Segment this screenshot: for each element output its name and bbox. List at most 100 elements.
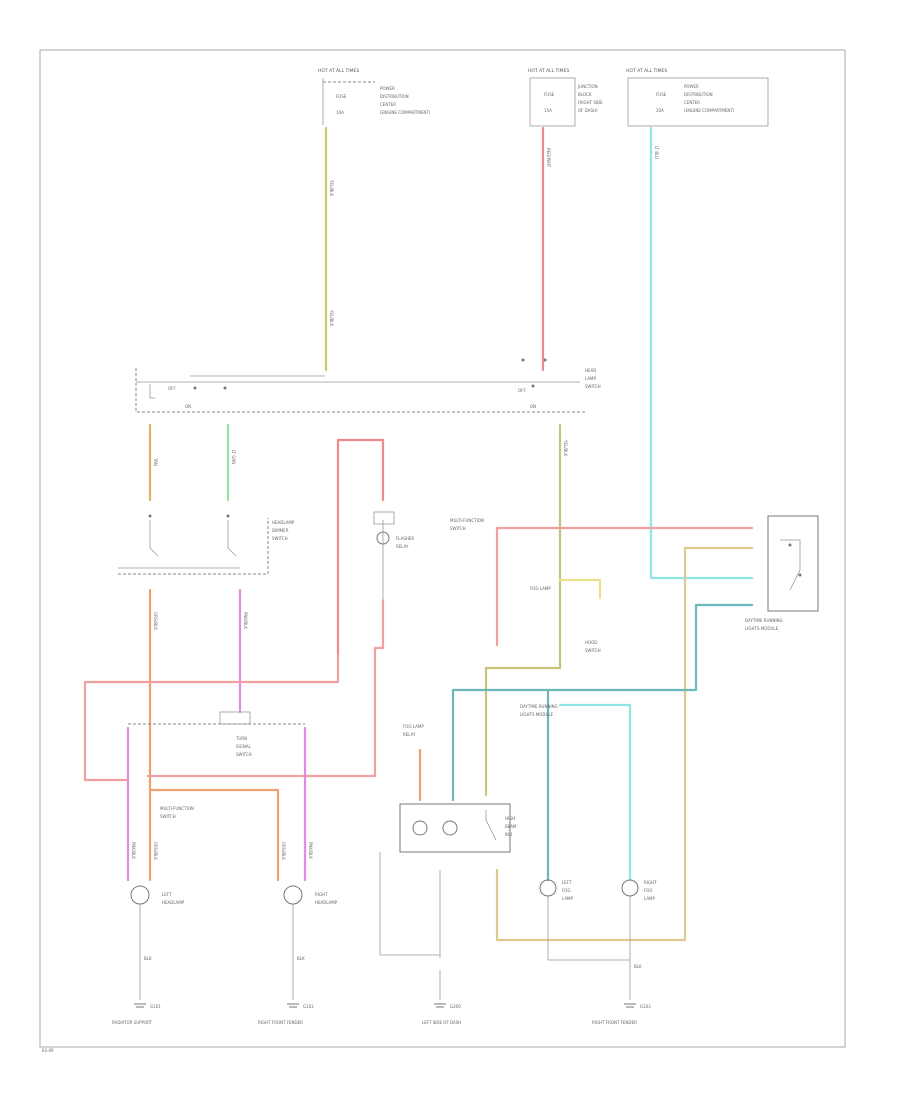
diagram-frame: [39, 49, 846, 1048]
fuse-box-2-line-side: (RIGHT SIDE: [578, 100, 603, 105]
flasher-label-2: RELAY: [396, 544, 409, 549]
wire-org-right-label: ORG/BLK: [281, 842, 286, 860]
wire-teal-drl: [451, 603, 754, 802]
turn-signal-switch: TURN SIGNAL SWITCH: [126, 711, 307, 882]
drl-module-label-2: LIGHTS MODULE: [745, 626, 779, 631]
fuse-box-3-rating: 20A: [656, 108, 664, 113]
drl-label-2: LIGHTS MODULE: [520, 712, 554, 717]
ground-1: G101 RADIATOR SUPPORT: [112, 1003, 161, 1025]
right-headlamp-label-2: HEADLAMP: [315, 900, 338, 905]
fuse-box-1: HOT AT ALL TIMES FUSE 10A POWER DISTRIBU…: [318, 68, 431, 125]
footer-code: ES-09: [42, 1048, 54, 1053]
wire-red-multifunction: [495, 526, 754, 647]
hood-switch-label-1: HOOD: [585, 640, 597, 645]
wire-orange-label: ORG/BLK: [153, 612, 158, 630]
ground-4: G103 RIGHT FRONT FENDER: [592, 1003, 651, 1025]
ground-3-label: G200: [450, 1004, 461, 1009]
bottom-label-1: RADIATOR SUPPORT: [112, 1020, 153, 1025]
drl-module-label-1: DAYTIME RUNNING: [745, 618, 783, 623]
fuse-box-1-line-power: POWER: [380, 86, 395, 91]
wire-cyan-feed-label: LT BLU: [654, 146, 659, 159]
ground-2-label: G102: [303, 1004, 314, 1009]
dimmer-label-2: DIMMER: [272, 528, 289, 533]
fuse-box-1-line-location: (ENGINE COMPARTMENT): [380, 110, 431, 115]
fog-relay-label-1: FOG LAMP: [403, 724, 424, 729]
left-fog-lamp: LEFT FOG LAMP: [539, 879, 574, 960]
ground-4-label: G103: [640, 1004, 651, 1009]
head-lamp-switch-off-right: OFF: [518, 388, 526, 393]
wire-org-left-label: ORG/BLK: [153, 842, 158, 860]
fuse-box-1-title: HOT AT ALL TIMES: [318, 68, 359, 74]
fuse-box-3-fuse: FUSE: [656, 92, 667, 97]
fuse-box-1-line-center: CENTER: [380, 102, 396, 107]
wire-green-left-label: LT GRN: [231, 450, 236, 464]
wire-orange-main: [148, 588, 280, 882]
head-lamp-switch-label-3: SWITCH: [585, 384, 601, 389]
right-fog-label-2: FOG: [644, 888, 653, 893]
wire-blk-right-label: BLK: [297, 956, 305, 961]
ground-2: G102 RIGHT FRONT FENDER: [258, 1003, 314, 1025]
high-beam-label-1: HIGH: [505, 816, 515, 821]
wire-yellow-feed-label-bottom: YEL/BLK: [329, 309, 334, 327]
high-beam-label-3: IND: [505, 832, 512, 837]
fuse-box-3-line-power: POWER: [684, 84, 699, 89]
dimmer-label-3: SWITCH: [272, 536, 288, 541]
fuse-box-3-line-dist: DISTRIBUTION: [684, 92, 713, 97]
head-lamp-switch: OFF OFF ON ON HEAD LAMP SWITCH: [135, 358, 601, 413]
left-headlamp-label-2: HEADLAMP: [162, 900, 185, 905]
head-lamp-switch-off-left: OFF: [168, 386, 176, 391]
fuse-box-3: HOT AT ALL TIMES FUSE 20A POWER DISTRIBU…: [626, 68, 769, 127]
fog-relay: FOG LAMP RELAY HIGH BEAM IND: [379, 724, 517, 1000]
fog-relay-label-2: RELAY: [403, 732, 416, 737]
turn-switch-label-3: SWITCH: [236, 752, 252, 757]
fuse-box-2-line-block: BLOCK: [578, 92, 592, 97]
wire-cyan-feed: [649, 126, 754, 580]
head-lamp-switch-label-1: HEAD: [585, 368, 596, 373]
multifunction-label-2: SWITCH: [450, 526, 466, 531]
fuse-box-2-line-dash: OF DASH): [578, 108, 598, 113]
drl-label-1: DAYTIME RUNNING: [520, 704, 558, 709]
wire-yellow-small: [558, 578, 602, 600]
multifunction-hl-label-1: MULTI-FUNCTION: [160, 806, 194, 811]
right-fog-lamp: RIGHT FOG LAMP: [548, 879, 657, 1000]
left-headlamp-label-1: LEFT: [162, 892, 172, 897]
multifunction-hl-label-2: SWITCH: [160, 814, 176, 819]
left-headlamp: LEFT HEADLAMP: [130, 885, 185, 1000]
fuse-box-1-rating: 10A: [336, 110, 344, 115]
right-headlamp-label-1: RIGHT: [315, 892, 328, 897]
wire-ochre-right-label: YEL/BLK: [563, 439, 568, 457]
wire-red-feed-label: RED/WHT: [546, 148, 551, 168]
left-fog-label-3: LAMP: [562, 896, 574, 901]
wire-blk-left-label: BLK: [144, 956, 152, 961]
wire-pnk-right-label: PNK/BLK: [308, 842, 313, 859]
wire-flasher-gray: [146, 598, 385, 778]
multifunction-label-1: MULTI-FUNCTION: [450, 518, 484, 523]
wire-cyan-right-fog: [558, 703, 632, 882]
head-lamp-switch-on-left: ON: [185, 404, 191, 409]
flasher-label-1: FLASHER: [396, 536, 414, 541]
wire-pink-label: PNK/BLK: [243, 612, 248, 629]
wire-blk-fog-label: BLK: [634, 964, 642, 969]
fuse-box-1-fuse: FUSE: [336, 94, 347, 99]
bottom-label-2: RIGHT FRONT FENDER: [258, 1020, 303, 1025]
fuse-box-2-line-junction: JUNCTION: [577, 84, 598, 89]
hood-switch-label-2: SWITCH: [585, 648, 601, 653]
fuse-box-2-title: HOT AT ALL TIMES: [528, 68, 569, 74]
fuse-box-2: HOT AT ALL TIMES FUSE 15A JUNCTION BLOCK…: [528, 68, 603, 127]
wire-beige-drl: [495, 546, 754, 942]
flasher-relay: FLASHER RELAY: [146, 511, 414, 778]
wire-pnk-left-label: PNK/BLK: [131, 842, 136, 859]
fuse-box-3-line-center: CENTER: [684, 100, 700, 105]
bottom-label-4: RIGHT FRONT FENDER: [592, 1020, 637, 1025]
fuse-box-3-line-location: (ENGINE COMPARTMENT): [684, 108, 735, 113]
fuse-box-2-fuse: FUSE: [544, 92, 555, 97]
wire-red-flasher-loop: [336, 438, 385, 657]
turn-switch-label-1: TURN: [235, 736, 247, 741]
ground-3: G200 LEFT SIDE OF DASH: [422, 1003, 461, 1025]
fuse-box-1-line-dist: DISTRIBUTION: [380, 94, 409, 99]
fog-lamp-label: FOG LAMP: [530, 586, 551, 591]
bottom-label-3: LEFT SIDE OF DASH: [422, 1020, 461, 1025]
ground-1-label: G101: [150, 1004, 161, 1009]
high-beam-label-2: BEAM: [505, 824, 517, 829]
